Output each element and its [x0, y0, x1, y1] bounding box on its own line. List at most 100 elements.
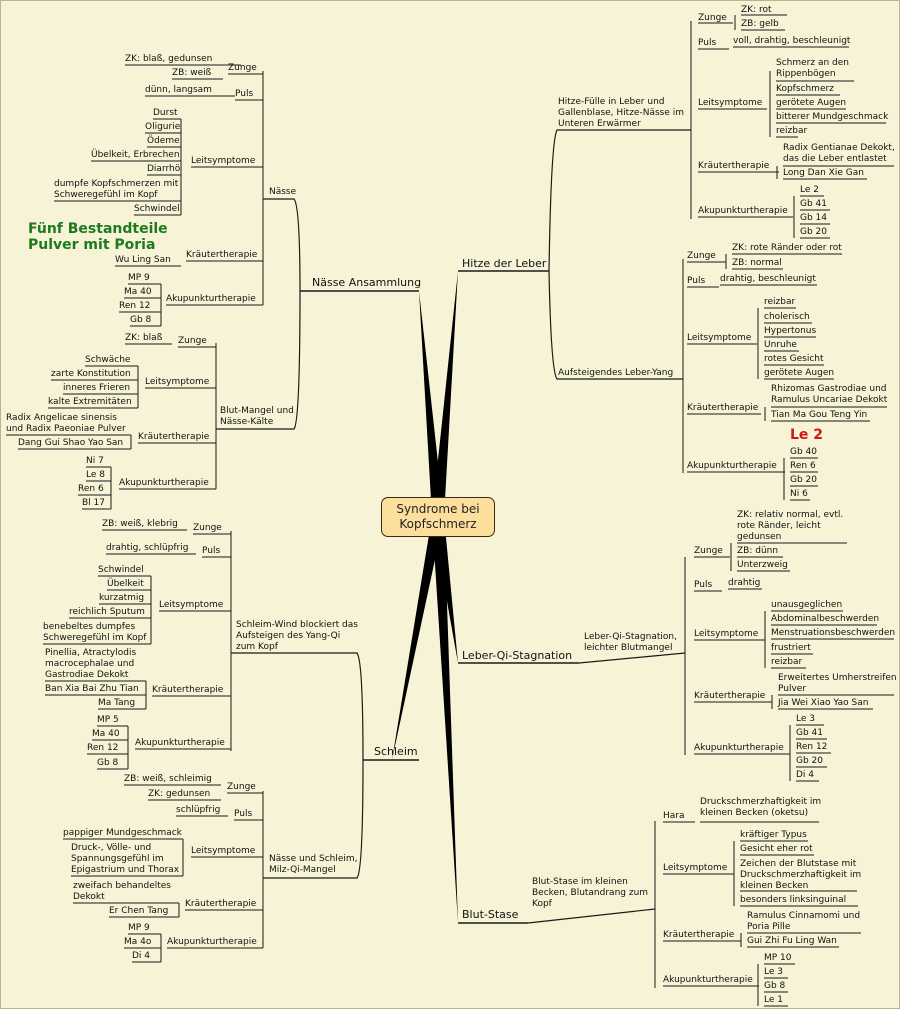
node-label[interactable]: bitterer Mundgeschmack — [776, 112, 889, 122]
node-label[interactable]: Ren 12 — [119, 301, 151, 311]
node-label[interactable]: Menstruationsbeschwerden — [771, 628, 896, 638]
subtopic-leber-yang[interactable]: Aufsteigendes Leber-Yang — [558, 368, 674, 378]
subtopic-naesse[interactable]: Nässe — [269, 187, 297, 197]
node-label[interactable]: kurzatmig — [99, 593, 145, 603]
node-label[interactable]: Puls — [698, 38, 717, 48]
node-label[interactable]: Zunge — [228, 63, 257, 73]
node-label[interactable]: Le 2 — [800, 185, 819, 195]
node-label[interactable]: ZK: relativ normal, evtl. rote Ränder, l… — [737, 510, 844, 542]
node-label[interactable]: Ren 6 — [78, 484, 104, 494]
node-label[interactable]: Ni 7 — [86, 456, 104, 466]
node-label[interactable]: Akupunkturtherapie — [119, 478, 209, 488]
node-label[interactable]: Hypertonus — [764, 326, 817, 336]
node-label[interactable]: Ma 4o — [124, 937, 152, 947]
node-label[interactable]: Akupunkturtherapie — [694, 743, 784, 753]
node-label[interactable]: MP 9 — [128, 273, 150, 283]
node-label[interactable]: Rhizomas Gastrodiae und Ramulus Uncariae… — [771, 384, 888, 405]
node-label[interactable]: Schmerz an den Rippenbögen — [776, 58, 849, 79]
node-label[interactable]: Gb 40 — [790, 447, 817, 457]
subtopic-naesse-schleim[interactable]: Nässe und Schleim, Milz-Qi-Mangel — [269, 854, 358, 875]
node-label[interactable]: Radix Gentianae Dekokt, das die Leber en… — [783, 143, 895, 164]
node-label[interactable]: ZB: weiß, klebrig — [102, 519, 178, 529]
node-label[interactable]: besonders linksinguinal — [740, 895, 847, 905]
node-label[interactable]: Long Dan Xie Gan — [783, 168, 864, 178]
node-label[interactable]: ZK: rot — [741, 5, 772, 15]
node-label[interactable]: Gb 8 — [97, 758, 119, 768]
node-label[interactable]: Akupunkturtherapie — [687, 461, 777, 471]
node-label[interactable]: drahtig, beschleunigt — [720, 274, 816, 284]
node-label[interactable]: pappiger Mundgeschmack — [63, 828, 182, 838]
subtopic-blut-mangel[interactable]: Blut-Mangel und Nässe-Kälte — [220, 406, 294, 427]
node-label[interactable]: Gesicht eher rot — [740, 844, 813, 854]
node-label[interactable]: Puls — [694, 580, 713, 590]
topic-blut-stase[interactable]: Blut-Stase — [462, 908, 519, 921]
node-label[interactable]: ZK: blaß — [125, 333, 163, 343]
topic-leber-qi-stagnation[interactable]: Leber-Qi-Stagnation — [462, 649, 573, 662]
node-label[interactable]: Leitsymptome — [145, 377, 210, 387]
node-label[interactable]: Akupunkturtherapie — [167, 937, 257, 947]
node-label[interactable]: Druckschmerzhaftigkeit im kleinen Becken… — [700, 797, 822, 818]
node-label[interactable]: Kräutertherapie — [687, 403, 759, 413]
node-label[interactable]: Diarrhö — [147, 164, 181, 174]
node-label[interactable]: Akupunkturtherapie — [166, 294, 256, 304]
node-label[interactable]: inneres Frieren — [63, 383, 131, 393]
subtopic-qi-stagnation[interactable]: Leber-Qi-Stagnation, leichter Blutmangel — [584, 632, 677, 653]
node-label[interactable]: Ni 6 — [790, 489, 808, 499]
node-label[interactable]: Hara — [663, 811, 685, 821]
node-label[interactable]: Durst — [153, 108, 178, 118]
node-label[interactable]: Akupunkturtherapie — [663, 975, 753, 985]
node-label[interactable]: Pinellia, Atractylodis macrocephalae und… — [45, 648, 137, 680]
node-label[interactable]: Radix Angelicae sinensis und Radix Paeon… — [6, 413, 126, 434]
node-label[interactable]: ZB: dünn — [737, 546, 779, 556]
node-label[interactable]: Kräutertherapie — [138, 432, 210, 442]
node-label[interactable]: Ma Tang — [98, 698, 136, 708]
node-label[interactable]: Puls — [687, 276, 706, 286]
node-label[interactable]: Gb 41 — [796, 728, 823, 738]
node-label[interactable]: Ren 12 — [87, 743, 119, 753]
node-label[interactable]: Le 8 — [86, 470, 105, 480]
node-label[interactable]: ZB: gelb — [741, 19, 779, 29]
node-label[interactable]: Gb 41 — [800, 199, 827, 209]
node-label[interactable]: Schwäche — [85, 355, 131, 365]
node-label[interactable]: kalte Extremitäten — [48, 397, 132, 407]
node-label[interactable]: MP 5 — [97, 715, 119, 725]
node-label[interactable]: Gb 20 — [796, 756, 823, 766]
node-label[interactable]: Leitsymptome — [159, 600, 224, 610]
node-label[interactable]: Bl 17 — [82, 498, 105, 508]
node-label[interactable]: Übelkeit — [107, 579, 144, 589]
subtopic-blut-stase[interactable]: Blut-Stase im kleinen Becken, Blutandran… — [532, 877, 649, 909]
node-label[interactable]: unausgeglichen — [771, 600, 843, 610]
node-label[interactable]: MP 9 — [128, 923, 150, 933]
node-label[interactable]: zarte Konstitution — [51, 369, 131, 379]
node-label[interactable]: drahtig — [728, 578, 761, 588]
node-label[interactable]: Er Chen Tang — [109, 906, 169, 916]
node-label[interactable]: Dang Gui Shao Yao San — [18, 438, 124, 448]
node-label[interactable]: ZB: weiß, schleimig — [124, 774, 212, 784]
node-label[interactable]: Zunge — [694, 546, 723, 556]
node-label[interactable]: Kräutertherapie — [186, 250, 258, 260]
node-label[interactable]: Ren 6 — [790, 461, 816, 471]
topic-schleim[interactable]: Schleim — [374, 745, 418, 758]
node-label[interactable]: dumpfe Kopfschmerzen mit Schweregefühl i… — [54, 179, 179, 200]
node-label[interactable]: Leitsymptome — [694, 629, 759, 639]
node-label[interactable]: Zunge — [227, 782, 256, 792]
node-label[interactable]: Erweitertes Umherstreifen Pulver — [778, 673, 897, 694]
node-label[interactable]: Ramulus Cinnamomi und Poria Pille — [747, 911, 861, 932]
node-label[interactable]: Ren 12 — [796, 742, 828, 752]
node-label[interactable]: ZK: gedunsen — [148, 789, 211, 799]
node-label[interactable]: Ödeme — [147, 136, 180, 146]
node-label[interactable]: Druck-, Völle- und Spannungsgefühl im Ep… — [71, 843, 180, 875]
node-label[interactable]: Oligurie — [145, 122, 181, 132]
node-label[interactable]: zweifach behandeltes Dekokt — [73, 881, 171, 902]
node-label[interactable]: voll, drahtig, beschleunigt — [733, 36, 851, 46]
topic-naesse-ansammlung[interactable]: Nässe Ansammlung — [312, 276, 422, 289]
node-label[interactable]: Wu Ling San — [115, 255, 171, 265]
node-label[interactable]: benebeltes dumpfes Schweregefühl im Kopf — [43, 622, 147, 643]
node-label[interactable]: Kräutertherapie — [152, 685, 224, 695]
node-label[interactable]: Zunge — [193, 523, 222, 533]
node-label[interactable]: reizbar — [776, 126, 808, 136]
node-label[interactable]: Di 4 — [796, 770, 815, 780]
node-label[interactable]: Puls — [234, 809, 253, 819]
node-label[interactable]: schlüpfrig — [176, 805, 221, 815]
node-label[interactable]: kräftiger Typus — [740, 830, 807, 840]
